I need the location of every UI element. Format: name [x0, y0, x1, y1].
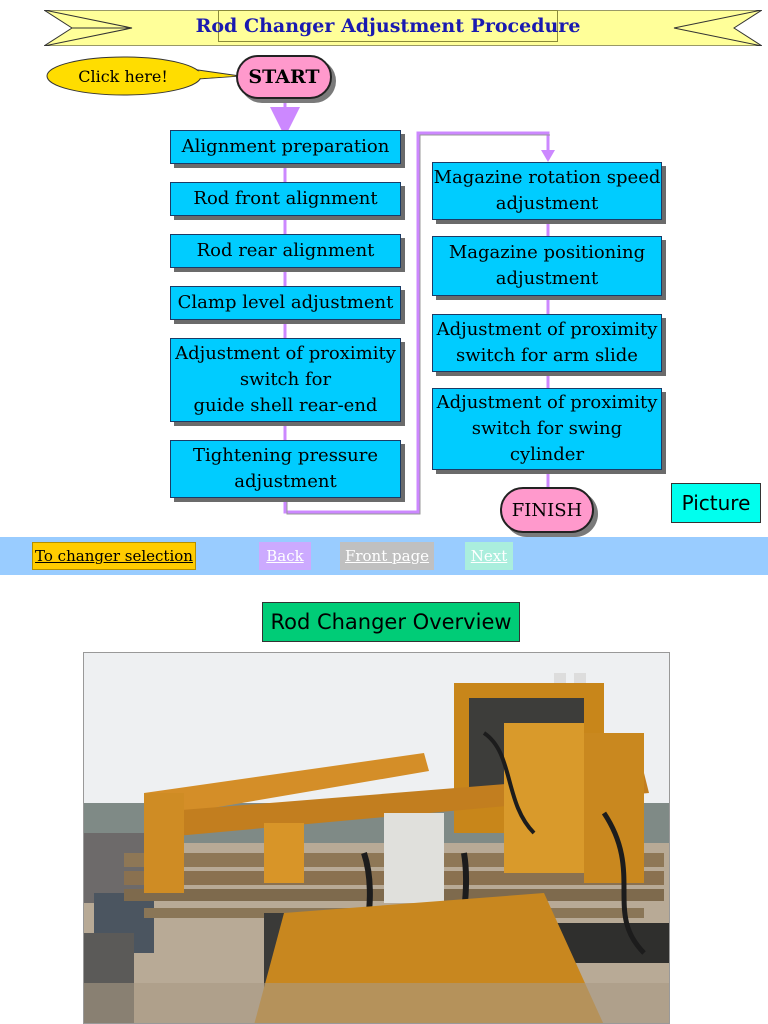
step-proximity-guide-shell[interactable]: Adjustment of proximity switch for guide…	[170, 338, 401, 422]
step-magazine-rotation-speed[interactable]: Magazine rotation speed adjustment	[432, 162, 662, 220]
front-page-link[interactable]: Front page	[340, 542, 434, 570]
start-button[interactable]: START	[236, 55, 332, 99]
finish-button[interactable]: FINISH	[500, 487, 594, 533]
step-proximity-swing-cylinder[interactable]: Adjustment of proximity switch for swing…	[432, 388, 662, 470]
page-title: Rod Changer Adjustment Procedure	[196, 10, 580, 42]
step-magazine-positioning[interactable]: Magazine positioning adjustment	[432, 236, 662, 296]
back-link[interactable]: Back	[259, 542, 311, 570]
click-here-label[interactable]: Click here!	[78, 66, 168, 86]
step-rod-rear-alignment[interactable]: Rod rear alignment	[170, 234, 401, 268]
step-clamp-level-adjustment[interactable]: Clamp level adjustment	[170, 286, 401, 320]
to-changer-selection-link[interactable]: To changer selection	[32, 542, 196, 570]
callout-bubble	[46, 56, 241, 96]
flow-connectors	[270, 100, 555, 515]
overview-title: Rod Changer Overview	[262, 602, 520, 642]
step-alignment-preparation[interactable]: Alignment preparation	[170, 130, 401, 164]
step-rod-front-alignment[interactable]: Rod front alignment	[170, 182, 401, 216]
step-proximity-arm-slide[interactable]: Adjustment of proximity switch for arm s…	[432, 314, 662, 372]
picture-button[interactable]: Picture	[671, 483, 761, 523]
step-tightening-pressure[interactable]: Tightening pressure adjustment	[170, 440, 401, 498]
rod-changer-photo	[83, 652, 670, 1024]
next-link[interactable]: Next	[465, 542, 513, 570]
